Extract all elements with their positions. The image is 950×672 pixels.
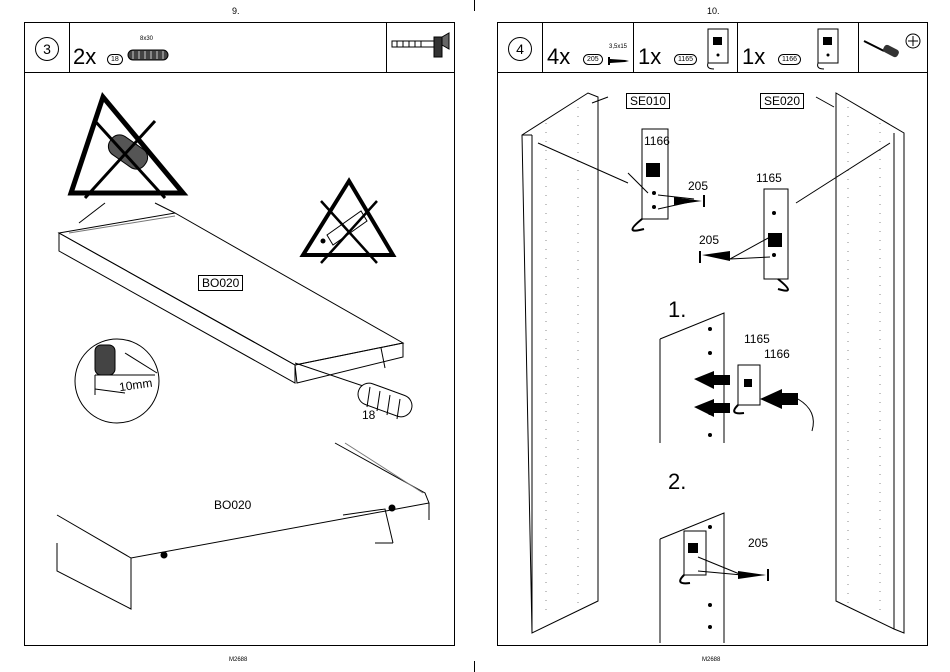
dowel-number-label: 18 xyxy=(362,408,375,422)
substep-2-number: 2. xyxy=(668,469,686,495)
right-illustration xyxy=(498,23,929,647)
screw-b-label: 205 xyxy=(699,233,719,247)
right-page: 4 4x 205 3,5x15 1x 1165 1x 1166 xyxy=(497,22,928,646)
center-tick-top xyxy=(474,0,475,11)
left-page: 3 2x 18 8x30 xyxy=(24,22,455,646)
side-panel-right xyxy=(796,93,904,633)
substep-1-drawing xyxy=(660,313,813,443)
footer-code-left: M2688 xyxy=(229,657,247,663)
substep-1-number: 1. xyxy=(668,297,686,323)
footer-code-right: M2688 xyxy=(702,657,720,663)
board-bottom-drawing xyxy=(57,443,429,609)
bracket-b-label: 1165 xyxy=(756,171,782,185)
panel-label-left: SE010 xyxy=(626,93,670,109)
board-label-bottom: BO020 xyxy=(214,498,251,512)
center-tick-bottom xyxy=(474,661,475,672)
board-label-top: BO020 xyxy=(198,275,243,291)
substep-1-bracket-b: 1166 xyxy=(764,347,790,361)
page-number-right: 10. xyxy=(707,6,720,16)
page-number-left: 9. xyxy=(232,6,240,16)
screw-a-label: 205 xyxy=(688,179,708,193)
warning-no-glue-icon xyxy=(303,181,393,263)
side-panel-left xyxy=(522,93,628,633)
substep-1-bracket-a: 1165 xyxy=(744,332,770,346)
left-illustration xyxy=(25,23,456,647)
warning-no-dowel-icon xyxy=(71,97,183,198)
substep-2-screw-label: 205 xyxy=(748,536,768,550)
substep-2-drawing xyxy=(660,513,768,643)
bracket-a-label: 1166 xyxy=(644,134,670,148)
panel-label-right: SE020 xyxy=(760,93,804,109)
